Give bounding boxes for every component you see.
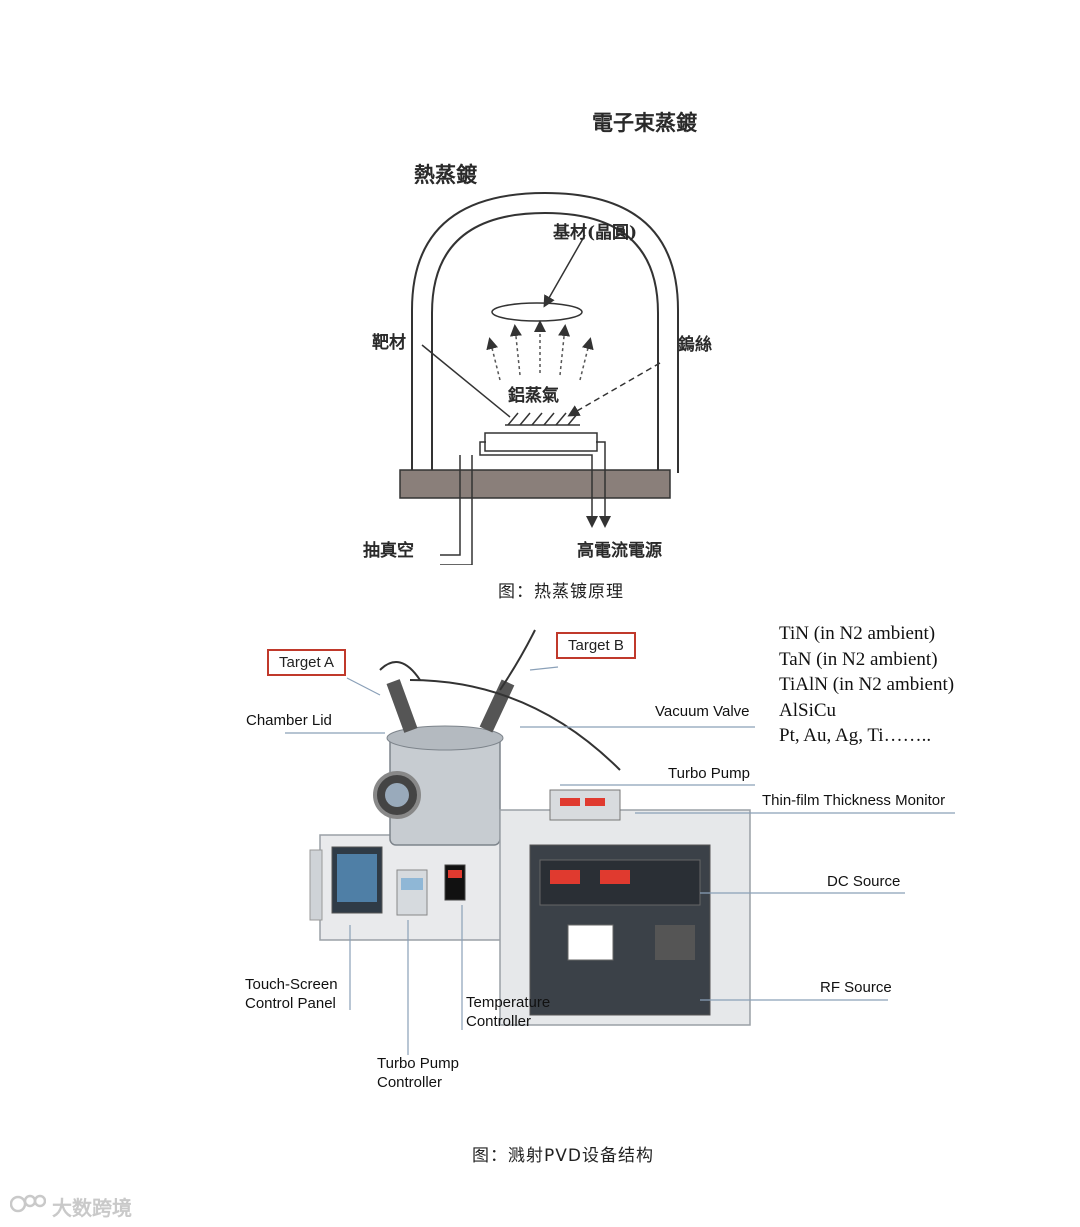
turbo-controller-label-2: Controller [377, 1074, 442, 1091]
chamber-lid-label: Chamber Lid [246, 712, 332, 729]
substrate-ellipse [492, 303, 582, 321]
material-item: AlSiCu [779, 698, 954, 724]
figure2-caption: 图：溅射PVD设备结构 [472, 1141, 654, 1166]
turbo-controller-label-1: Turbo Pump [377, 1055, 459, 1072]
power-label: 高電流電源 [577, 536, 662, 561]
target-a-label: Target A [267, 649, 346, 676]
touch-screen-label-1: Touch-Screen [245, 976, 338, 993]
watermark-logo-icon [10, 1193, 46, 1215]
boat [485, 433, 597, 451]
material-item: TiAlN (in N2 ambient) [779, 672, 954, 698]
touch-screen-label-2: Control Panel [245, 995, 336, 1012]
dc-source-label: DC Source [827, 873, 900, 890]
rf-source-label: RF Source [820, 979, 892, 996]
base-plate [400, 470, 670, 498]
target-b-label: Target B [556, 632, 636, 659]
materials-list: TiN (in N2 ambient) TaN (in N2 ambient) … [779, 621, 954, 749]
substrate-label: 基材(晶圓) [553, 218, 637, 243]
material-item: TiN (in N2 ambient) [779, 621, 954, 647]
watermark-text: 大数跨境 [52, 1192, 132, 1221]
temperature-label-1: Temperature [466, 994, 550, 1011]
filament-label: 鎢絲 [678, 330, 712, 355]
bell-jar-outer [412, 193, 678, 473]
material-item: TaN (in N2 ambient) [779, 647, 954, 673]
pvd-equipment-photo [300, 620, 780, 1040]
target-label: 靶材 [372, 328, 406, 353]
pvd-equipment-drawing [300, 620, 780, 1040]
material-item: Pt, Au, Ag, Ti…….. [779, 723, 954, 749]
turbo-pump-label: Turbo Pump [668, 765, 750, 782]
vacuum-label: 抽真空 [363, 536, 414, 561]
ebeam-title: 電子束蒸鍍 [592, 107, 697, 137]
temperature-label-2: Controller [466, 1013, 531, 1030]
vapor-label: 鋁蒸氣 [508, 381, 559, 406]
thickness-monitor-label: Thin-film Thickness Monitor [762, 792, 945, 809]
figure1-caption: 图：热蒸镀原理 [498, 577, 624, 602]
vacuum-valve-label: Vacuum Valve [655, 703, 750, 720]
thermal-title: 熱蒸鍍 [414, 159, 477, 189]
turbo-controller-panel [397, 870, 427, 915]
